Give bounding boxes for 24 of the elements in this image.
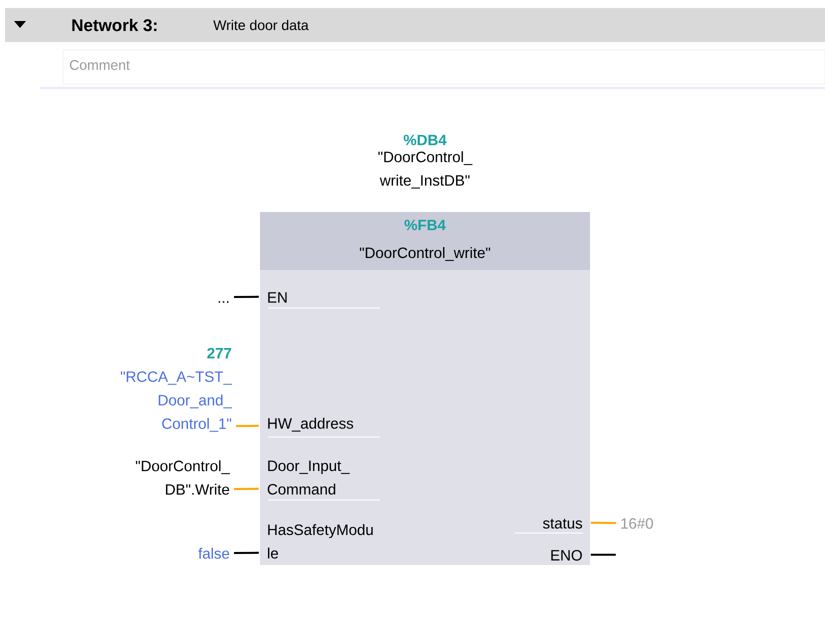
pin-label: status: [543, 518, 582, 529]
pin-label: EN: [268, 292, 287, 303]
instance-db-name: "DoorControl_ write_InstDB": [378, 151, 472, 189]
operand-label: ...: [218, 301, 228, 303]
block-name: "DoorControl_write": [360, 247, 490, 261]
constant-value: 16#0: [621, 518, 653, 529]
pin-label: ENO: [551, 550, 582, 561]
function-block: [260, 134, 590, 565]
operand-label: false: [198, 548, 230, 559]
pin-label: HasSafetyModu le: [268, 524, 373, 559]
block-number: %FB4: [404, 220, 446, 230]
wire: [234, 552, 259, 554]
wire: [236, 424, 259, 427]
instance-db-number: %DB4: [404, 134, 447, 146]
operand-label: "DoorControl_ DB".Write: [136, 460, 230, 495]
wire: [234, 296, 259, 298]
comment-field: Comment: [62, 50, 825, 84]
wire: [590, 522, 616, 524]
pin-label: Door_Input_ Command: [268, 460, 350, 495]
network-title: Write door data: [213, 20, 309, 30]
operand-label: 277 "RCCA_A~TST_ Door_and_ Control_1": [120, 348, 232, 432]
pin-label: HW_address: [268, 418, 354, 432]
wire: [234, 488, 259, 490]
wire: [590, 554, 616, 556]
